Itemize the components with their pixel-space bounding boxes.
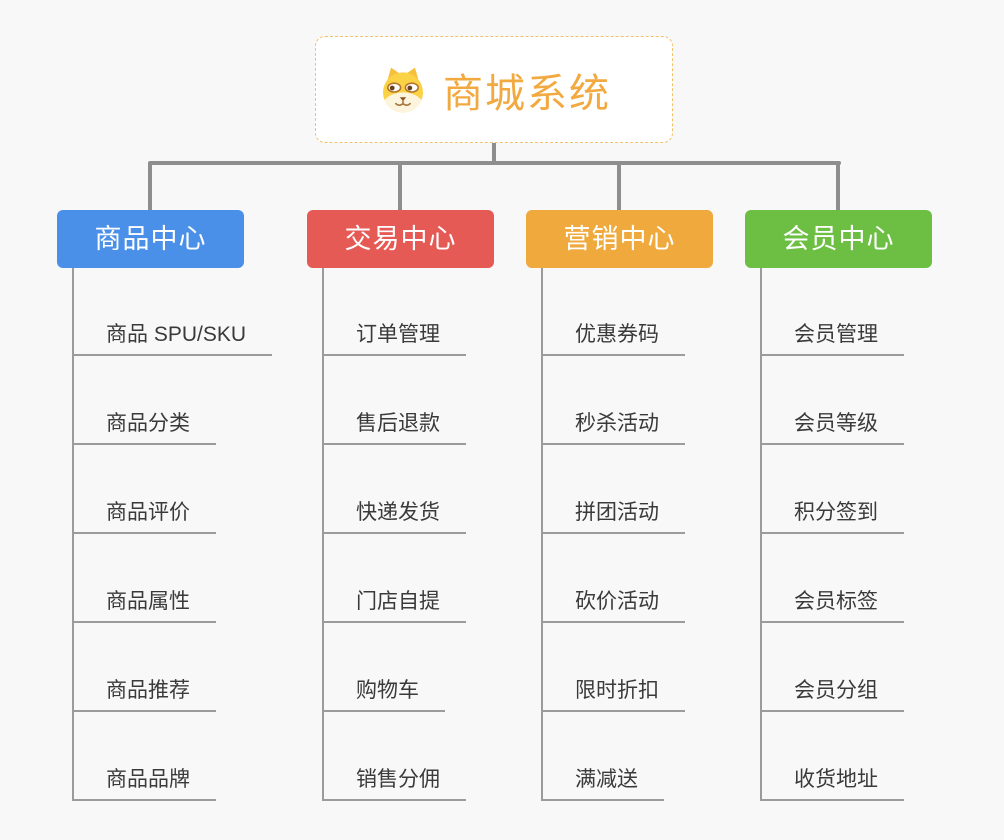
leaf-node[interactable]: 会员分组 — [760, 678, 904, 712]
branch-label: 会员中心 — [782, 224, 895, 254]
leaf-node[interactable]: 满减送 — [541, 767, 664, 801]
branch-node-trade-center[interactable]: 交易中心 — [307, 210, 494, 268]
branch-node-product-center[interactable]: 商品中心 — [57, 210, 244, 268]
leaf-node[interactable]: 会员等级 — [760, 411, 904, 445]
leaf-node[interactable]: 商品分类 — [72, 411, 216, 445]
leaf-node[interactable]: 砍价活动 — [541, 589, 685, 623]
branch-column-marketing-center: 优惠券码 秒杀活动 拼团活动 砍价活动 限时折扣 满减送 — [541, 268, 791, 801]
leaf-node[interactable]: 销售分佣 — [322, 767, 466, 801]
leaf-node[interactable]: 会员标签 — [760, 589, 904, 623]
connector-drop-product-center — [148, 163, 152, 210]
leaf-node[interactable]: 商品品牌 — [72, 767, 216, 801]
connector-root-drop — [492, 143, 496, 165]
branch-column-member-center: 会员管理 会员等级 积分签到 会员标签 会员分组 收货地址 — [760, 268, 1004, 801]
branch-node-marketing-center[interactable]: 营销中心 — [526, 210, 713, 268]
connector-drop-member-center — [836, 163, 840, 210]
branch-node-member-center[interactable]: 会员中心 — [745, 210, 932, 268]
branch-column-product-center: 商品 SPU/SKU 商品分类 商品评价 商品属性 商品推荐 商品品牌 — [72, 268, 322, 801]
connector-bus — [148, 161, 841, 165]
branch-label: 营销中心 — [563, 224, 676, 254]
leaf-node[interactable]: 商品推荐 — [72, 678, 216, 712]
leaf-node[interactable]: 商品 SPU/SKU — [72, 322, 273, 356]
root-node[interactable]: 商城系统 — [315, 36, 673, 143]
dog-face-icon — [383, 67, 423, 112]
leaf-node[interactable]: 门店自提 — [322, 589, 466, 623]
connector-drop-trade-center — [398, 163, 402, 210]
leaf-node[interactable]: 优惠券码 — [541, 322, 685, 356]
leaf-node[interactable]: 拼团活动 — [541, 500, 685, 534]
leaf-node[interactable]: 商品评价 — [72, 500, 216, 534]
leaf-node[interactable]: 限时折扣 — [541, 678, 685, 712]
leaf-node[interactable]: 秒杀活动 — [541, 411, 685, 445]
leaf-node[interactable]: 快递发货 — [322, 500, 466, 534]
branch-label: 交易中心 — [344, 224, 457, 254]
leaf-node[interactable]: 售后退款 — [322, 411, 466, 445]
leaf-node[interactable]: 会员管理 — [760, 322, 904, 356]
leaf-node[interactable]: 购物车 — [322, 678, 445, 712]
root-title: 商城系统 — [443, 71, 611, 116]
leaf-node[interactable]: 收货地址 — [760, 767, 904, 801]
connector-drop-marketing-center — [617, 163, 621, 210]
leaf-node[interactable]: 订单管理 — [322, 322, 466, 356]
branch-column-trade-center: 订单管理 售后退款 快递发货 门店自提 购物车 销售分佣 — [322, 268, 572, 801]
leaf-node[interactable]: 积分签到 — [760, 500, 904, 534]
leaf-node[interactable]: 商品属性 — [72, 589, 216, 623]
branch-label: 商品中心 — [94, 224, 207, 254]
